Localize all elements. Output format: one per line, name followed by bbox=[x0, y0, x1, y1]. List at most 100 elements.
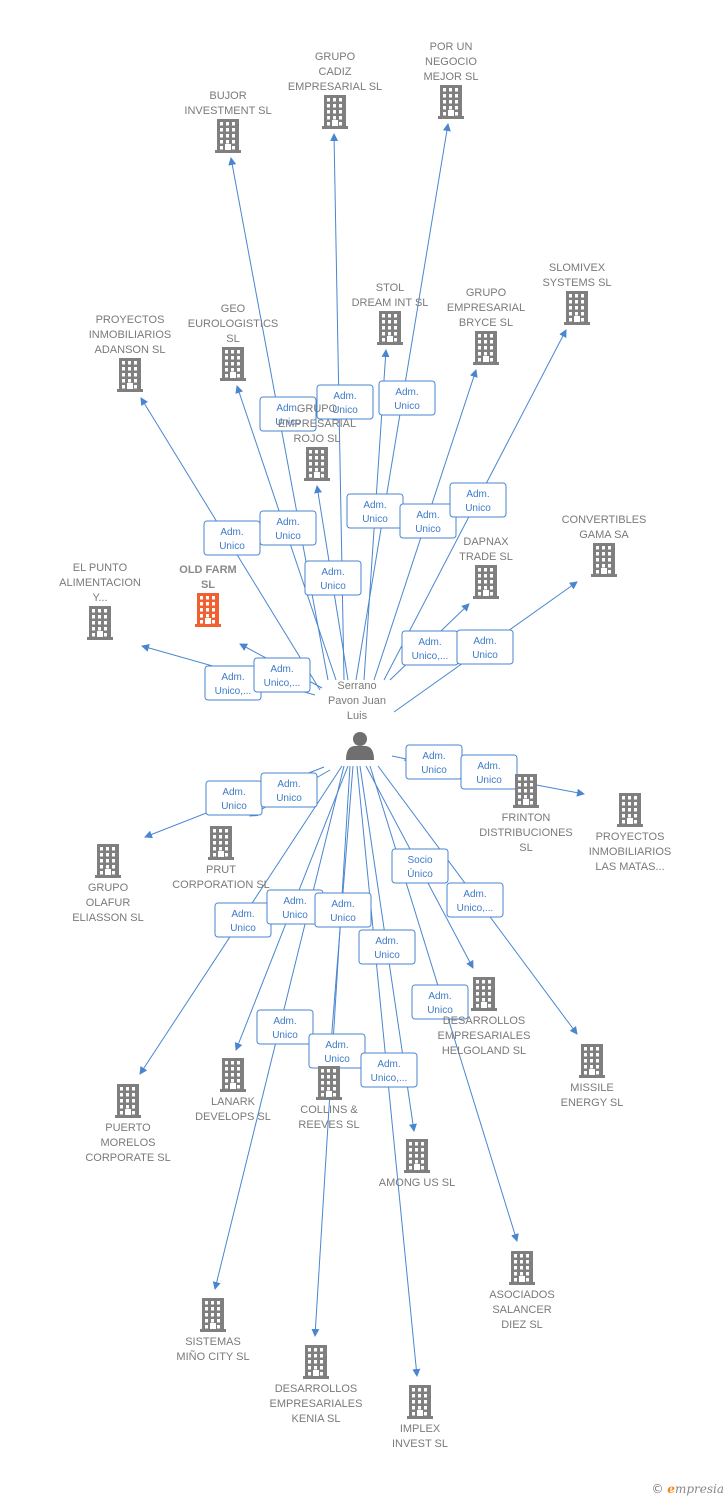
role-badge-lanark[interactable]: Adm.Unico bbox=[266, 889, 324, 925]
company-name: ENERGY SL bbox=[561, 1097, 624, 1109]
company-name: CONVERTIBLES bbox=[562, 514, 647, 526]
building-icon bbox=[471, 977, 497, 1011]
role-badge-text: Unico bbox=[320, 581, 346, 592]
role-badge-text: Adm. bbox=[363, 500, 386, 511]
company-name: INMOBILIARIOS bbox=[589, 846, 672, 858]
role-badge-grupo-cadiz[interactable]: Adm.Unico bbox=[316, 384, 374, 420]
role-badge-stol[interactable]: Adm. Unico bbox=[346, 493, 404, 529]
building-icon bbox=[195, 593, 221, 627]
role-badge-text: Adm. bbox=[270, 664, 293, 675]
role-badge-text: Adm. bbox=[276, 517, 299, 528]
role-badge-text: Adm. bbox=[321, 567, 344, 578]
building-icon bbox=[95, 844, 121, 878]
role-badge-grupo-olafur[interactable]: Adm.Unico bbox=[205, 780, 263, 816]
company-name: NEGOCIO bbox=[425, 56, 477, 68]
role-badge-text: Adm. bbox=[221, 672, 244, 683]
company-name: SL bbox=[201, 579, 215, 591]
role-badge-frinton[interactable]: Adm.Unico bbox=[405, 744, 463, 780]
company-node-el-punto[interactable]: EL PUNTOALIMENTACIONY... bbox=[59, 562, 141, 640]
role-badge-sistemas[interactable]: Adm.Unico bbox=[256, 1009, 314, 1045]
company-name: GRUPO bbox=[297, 403, 338, 415]
company-name: IMPLEX bbox=[400, 1423, 441, 1435]
role-badge-bujor[interactable]: Adm.Unico bbox=[259, 396, 317, 432]
role-badge-el-punto[interactable]: Adm. Unico,... bbox=[204, 665, 262, 701]
brand-initial: e bbox=[667, 1482, 675, 1496]
company-name: Y... bbox=[92, 592, 107, 604]
role-badge-kenia[interactable]: Adm.Unico bbox=[308, 1033, 366, 1069]
company-name: EMPRESARIALES bbox=[438, 1030, 531, 1042]
role-badge-dapnax[interactable]: Adm.Unico,... bbox=[401, 630, 459, 666]
role-badge-text: Unico bbox=[230, 923, 256, 934]
role-badge-text: Socio bbox=[407, 855, 432, 866]
role-badge-text: Adm. bbox=[466, 489, 489, 500]
company-name: INVESTMENT SL bbox=[184, 105, 271, 117]
role-badge-among[interactable]: Adm.Unico bbox=[358, 929, 416, 965]
role-badge-asociados[interactable]: Adm.Unico bbox=[411, 984, 469, 1020]
company-name: DAPNAX bbox=[463, 536, 509, 548]
building-icon bbox=[220, 347, 246, 381]
role-badge-missile[interactable]: Adm.Unico,... bbox=[446, 882, 504, 918]
company-name: CORPORATION SL bbox=[172, 879, 270, 891]
company-name: ADANSON SL bbox=[95, 344, 166, 356]
role-badge-grupo-rojo[interactable]: Adm. Unico bbox=[304, 560, 362, 596]
building-icon bbox=[513, 774, 539, 808]
role-badge-convertibles[interactable]: Adm.Unico bbox=[456, 629, 514, 665]
building-icon bbox=[438, 85, 464, 119]
role-badge-old-farm[interactable]: Adm.Unico,... bbox=[253, 657, 311, 693]
company-node-collins[interactable]: COLLINS &REEVES SL bbox=[298, 1066, 360, 1131]
role-badge-text: Unico,... bbox=[215, 686, 252, 697]
company-name: LANARK bbox=[211, 1096, 256, 1108]
role-badge-collins[interactable]: Adm.Unico bbox=[314, 892, 372, 928]
building-icon bbox=[617, 793, 643, 827]
role-badge-grupo-bryce[interactable]: Adm.Unico bbox=[399, 503, 457, 539]
role-badge-text: Unico bbox=[362, 514, 388, 525]
role-badge-text: Unico bbox=[427, 1005, 453, 1016]
role-badge-text: Unico bbox=[221, 801, 247, 812]
role-badge-proyectos-matas[interactable]: Adm.Unico bbox=[460, 754, 518, 790]
role-badge-puerto[interactable]: Adm.Unico bbox=[214, 902, 272, 938]
role-badge-proyectos-adanson[interactable]: Adm.Unico bbox=[203, 520, 261, 556]
company-name: DESARROLLOS bbox=[443, 1015, 526, 1027]
role-badge-text: Adm. bbox=[422, 751, 445, 762]
role-badge-text: Unico bbox=[275, 417, 301, 428]
role-badge-prut[interactable]: Adm.Unico bbox=[260, 772, 318, 808]
building-icon bbox=[322, 95, 348, 129]
role-badge-implex[interactable]: Adm.Unico,... bbox=[360, 1052, 418, 1088]
role-badge-text: Unico,... bbox=[457, 903, 494, 914]
role-badge-geo[interactable]: Adm. Unico bbox=[259, 510, 317, 546]
company-name: DREAM INT SL bbox=[352, 297, 429, 309]
role-badge-slomivex[interactable]: Adm.Unico bbox=[449, 482, 507, 518]
role-badge-text: Unico bbox=[275, 531, 301, 542]
company-node-among[interactable]: AMONG US SL bbox=[379, 1139, 455, 1189]
role-badge-text: Único bbox=[407, 867, 433, 880]
role-badge-por-un-negocio[interactable]: Adm.Unico bbox=[378, 380, 436, 416]
building-icon bbox=[579, 1044, 605, 1078]
